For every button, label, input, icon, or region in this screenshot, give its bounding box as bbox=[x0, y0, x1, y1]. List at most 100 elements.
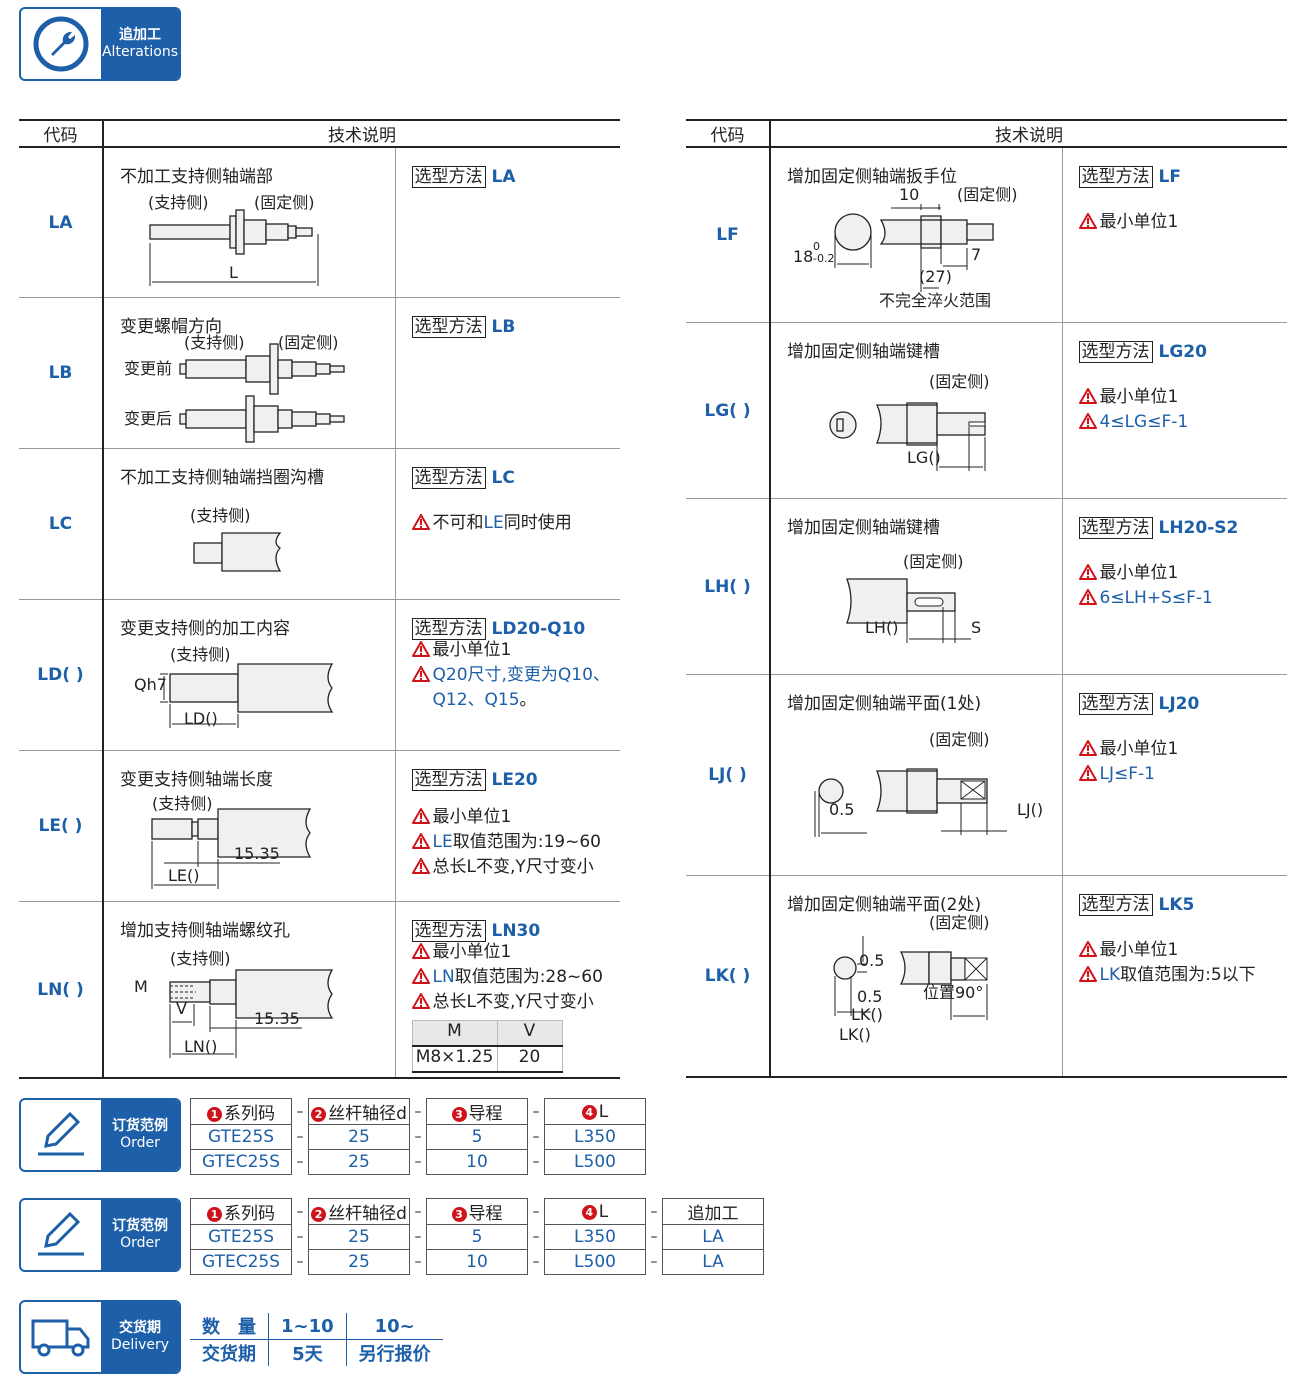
badge-title-zh: 追加工 bbox=[119, 27, 161, 43]
order-title-en: Order bbox=[120, 1235, 160, 1251]
note-line: 最小单位1 bbox=[1078, 210, 1178, 235]
warning-icon bbox=[411, 514, 430, 530]
warning-icon bbox=[411, 993, 430, 1009]
dim-label: (支持侧) bbox=[190, 506, 251, 525]
selection-code: LA bbox=[491, 167, 516, 187]
step-number-icon: 1 bbox=[207, 1207, 222, 1222]
selection-code: LE20 bbox=[491, 770, 538, 790]
step-number-icon: 2 bbox=[311, 1107, 327, 1122]
dim-label: S bbox=[971, 618, 981, 637]
warning-icon bbox=[411, 666, 430, 682]
warning-icon bbox=[411, 968, 430, 984]
dim-label: V bbox=[176, 999, 187, 1018]
row-title: 增加支持侧轴端螺纹孔 bbox=[120, 921, 290, 941]
dim-label: LK() bbox=[851, 1005, 883, 1024]
dim-label: 10 bbox=[899, 185, 919, 204]
row-title: 变更支持侧的加工内容 bbox=[120, 619, 290, 639]
lead-value-2: 另行报价 bbox=[358, 1344, 431, 1365]
row-diagram-cell: (支持侧)不加工支持侧轴端挡圈沟槽 bbox=[103, 448, 396, 600]
order-value: 25 bbox=[308, 1249, 410, 1275]
selection-code: LD20-Q10 bbox=[491, 619, 586, 639]
col-code: 代码 bbox=[686, 119, 771, 148]
dim-label: (固定侧) bbox=[254, 193, 315, 212]
row-code: LA bbox=[19, 147, 104, 298]
truck-icon bbox=[21, 1302, 101, 1372]
order-value: 25 bbox=[308, 1149, 410, 1175]
row-diagram-cell: (固定侧)LG() 增加固定侧轴端键槽 bbox=[770, 322, 1063, 499]
diagram-lg: (固定侧)LG() bbox=[829, 372, 990, 471]
warning-icon bbox=[1078, 941, 1097, 957]
dim-label: 0.5 bbox=[829, 800, 854, 819]
delivery-title-zh: 交货期 bbox=[119, 1320, 161, 1336]
selection-code: LJ20 bbox=[1158, 694, 1200, 714]
dim-label: (支持侧) bbox=[170, 645, 231, 664]
note-line: 最小单位1 bbox=[1078, 938, 1178, 963]
order-value: 5 bbox=[426, 1224, 528, 1250]
note-line: LJ≤F-1 bbox=[1078, 762, 1155, 787]
selection-code: LF bbox=[1158, 167, 1181, 187]
row-code: LF bbox=[686, 147, 771, 323]
note-line: 总长L不变,Y尺寸变小 bbox=[411, 990, 594, 1015]
dim-label: 15.35 bbox=[234, 844, 280, 863]
diagram-lc: (支持侧) bbox=[190, 506, 282, 572]
note-line: LN取值范围为:28~60 bbox=[411, 965, 603, 990]
note-line: 6≤LH+S≤F-1 bbox=[1078, 586, 1213, 611]
dim-label: 不完全淬火范围 bbox=[879, 291, 991, 310]
row-title: 增加固定侧轴端键槽 bbox=[787, 342, 940, 362]
warning-icon bbox=[411, 808, 430, 824]
warning-icon bbox=[1078, 388, 1097, 404]
row-code: LJ( ) bbox=[686, 674, 771, 876]
selection-code: LN30 bbox=[491, 921, 541, 941]
step-number-icon: 2 bbox=[311, 1207, 327, 1222]
order-title-en: Order bbox=[120, 1135, 160, 1151]
dim-label: 15.35 bbox=[254, 1009, 300, 1028]
note-line: 最小单位1 bbox=[1078, 737, 1178, 762]
selection-code: LC bbox=[491, 468, 515, 488]
selection-label: 选型方法 bbox=[1078, 341, 1153, 363]
warning-icon bbox=[1078, 213, 1097, 229]
selection-label: 选型方法 bbox=[1078, 693, 1153, 715]
row-title: 增加固定侧轴端键槽 bbox=[787, 518, 940, 538]
note-line: 最小单位1 bbox=[411, 638, 511, 663]
order-value: L500 bbox=[544, 1149, 646, 1175]
dim-label: (支持侧) bbox=[184, 333, 245, 352]
warning-icon bbox=[411, 641, 430, 657]
qty-label: 数 量 bbox=[190, 1313, 269, 1340]
order-value: GTEC25S bbox=[190, 1149, 292, 1175]
step-number-icon: 3 bbox=[451, 1107, 467, 1122]
row-code: LE( ) bbox=[19, 750, 104, 902]
delivery-title-en: Delivery bbox=[110, 1337, 170, 1353]
dim-label: (固定侧) bbox=[929, 913, 990, 932]
selection-label: 选型方法 bbox=[1078, 894, 1153, 916]
qty-range-2: 10~ bbox=[346, 1313, 443, 1340]
